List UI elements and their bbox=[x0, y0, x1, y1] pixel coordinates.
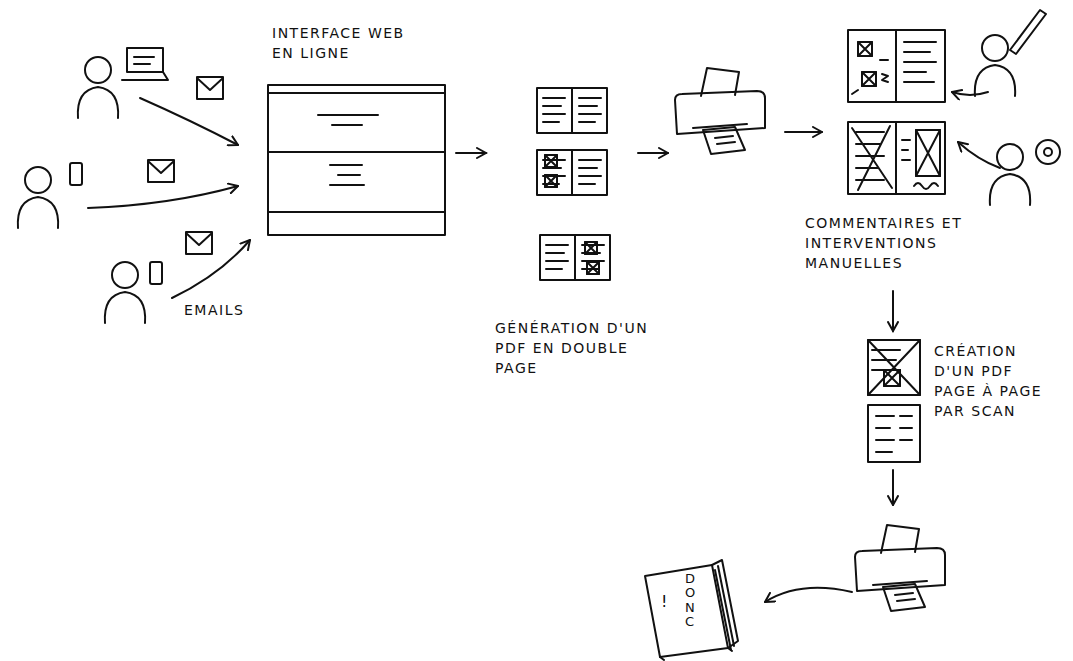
flow-arrow bbox=[892, 291, 894, 331]
web-interface-window: INTERFACE WEB EN LIGNE bbox=[262, 15, 452, 237]
channel-label: EMAILS bbox=[184, 300, 244, 320]
step-caption: ! bbox=[661, 592, 673, 612]
pdf-spreads: GÉNÉRATION D'UN PDF EN DOUBLE PAGE bbox=[490, 82, 662, 402]
flow-arrow bbox=[456, 152, 486, 154]
annotated-pages: COMMENTAIRES ET INTERVENTIONS MANUELLES bbox=[800, 25, 990, 287]
step-caption: INTERFACE WEB EN LIGNE bbox=[272, 23, 407, 63]
cover-title: DONC bbox=[685, 572, 698, 629]
scanned-pages: CRÉATION D'UN PDF PAGE À PAGE PAR SCAN bbox=[862, 335, 1062, 465]
book: DONC! bbox=[645, 562, 733, 656]
step-caption: CRÉATION D'UN PDF PAGE À PAGE PAR SCAN bbox=[934, 341, 1056, 421]
step-caption: COMMENTAIRES ET INTERVENTIONS MANUELLES bbox=[805, 213, 985, 273]
step-caption: GÉNÉRATION D'UN PDF EN DOUBLE PAGE bbox=[495, 318, 653, 378]
